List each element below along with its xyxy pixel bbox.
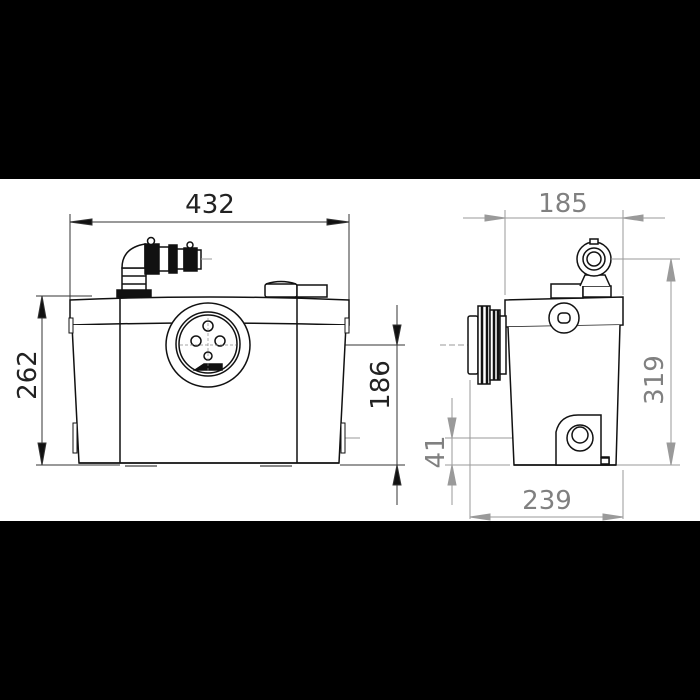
dim-label-total-height: 319	[640, 355, 670, 405]
dim-label-inlet: 186	[366, 360, 396, 410]
dimension-width-432	[69, 214, 350, 300]
unit-body-side	[467, 238, 625, 466]
dimension-total-depth-239	[469, 380, 624, 521]
dim-label-width: 432	[185, 190, 235, 220]
inlet-port-front	[165, 302, 251, 388]
dim-label-total-depth: 239	[522, 486, 572, 516]
dimension-total-height-319	[600, 258, 680, 466]
dim-label-outlet: 41	[421, 435, 451, 468]
front-view: 432 262 186	[13, 190, 405, 505]
side-view: 185 319 41 239	[421, 189, 680, 521]
dimension-height-262	[36, 295, 120, 466]
dimension-depth-185	[463, 210, 665, 295]
dim-label-height: 262	[13, 350, 43, 400]
outlet-elbow-pipe	[116, 236, 212, 298]
dim-label-depth: 185	[538, 189, 588, 219]
